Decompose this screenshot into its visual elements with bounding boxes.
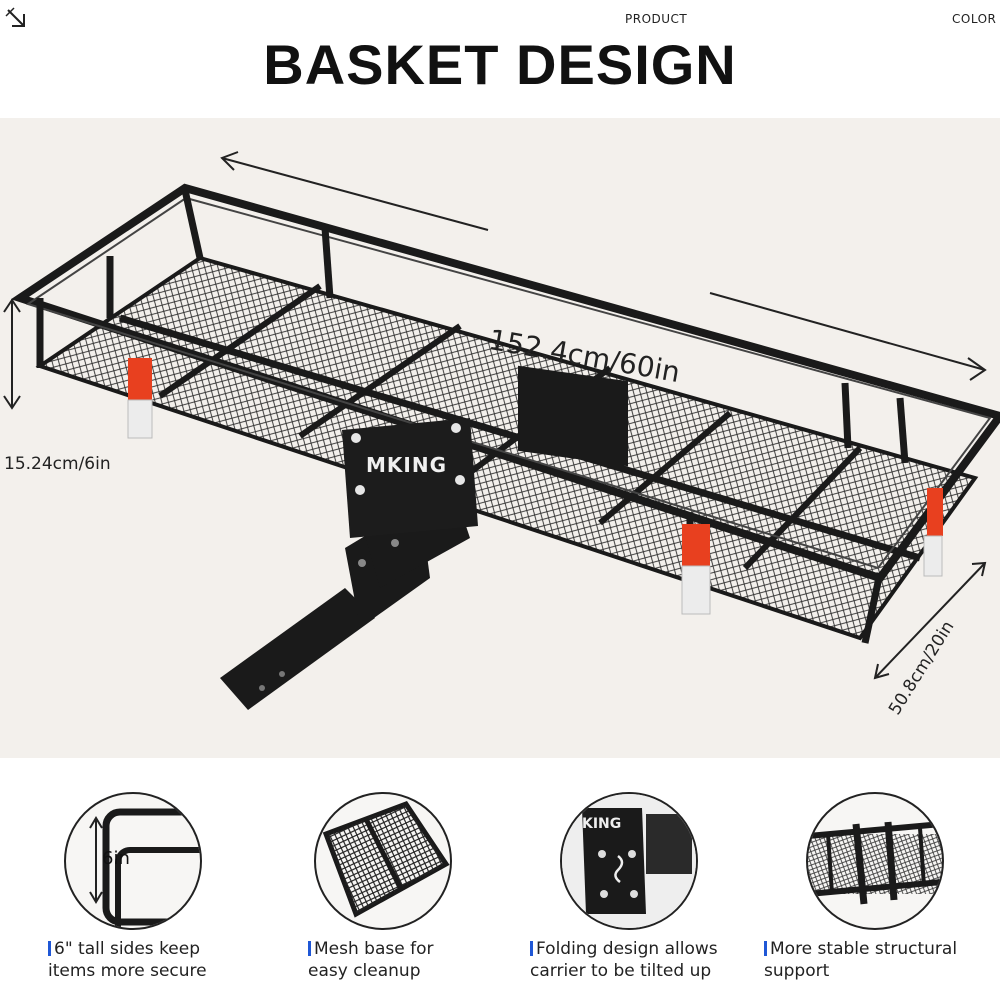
accent-bar [48,941,51,956]
arrow-down-right-icon[interactable] [4,6,30,32]
top-rail [10,183,1000,583]
feature-tall-sides: 6in 6" tall sides keep items more secure [40,780,280,1000]
nav-product-link[interactable]: PRODUCT [625,12,688,26]
feature-caption-line1: Mesh base for [314,939,434,959]
brand-plate: MKING [342,418,478,538]
width-arrow [873,561,987,680]
feature-row: 6in 6" tall sides keep items more secure… [0,780,1000,1000]
feature-folding-design: KING Folding design allows carrier to be… [530,780,770,1000]
feature-caption-line2: items more secure [48,961,207,981]
tall-sides-icon: 6in [64,792,202,930]
feature-caption-line1: More stable structural [770,939,958,959]
brand-label: MKING [366,453,447,477]
feature-caption-line1: Folding design allows [536,939,718,959]
structural-support-icon [806,792,944,930]
page-title: BASKET DESIGN [263,33,737,96]
length-arrow [220,151,987,381]
feature-caption-line2: easy cleanup [308,961,421,981]
svg-text:KING: KING [582,816,621,832]
cargo-basket-illustration: MKING [3,151,1000,710]
feature-caption-line1: 6" tall sides keep [54,939,201,959]
mesh-base-icon [314,792,452,930]
feature-structural-support: More stable structural support [760,780,1000,1000]
svg-text:6in: 6in [102,848,130,869]
product-hero: MKING 152.4cm/60in 15.24cm/6in 50.8cm/20… [0,118,1000,758]
nav-color-link[interactable]: COLOR [952,12,997,26]
mount-plate [518,365,628,467]
feature-caption-line2: support [764,961,830,981]
feature-caption-line2: carrier to be tilted up [530,961,712,981]
height-dimension: 15.24cm/6in [4,454,111,474]
folding-design-icon: KING [560,792,698,930]
accent-bar [764,941,767,956]
reflector-left [127,358,153,439]
accent-bar [530,941,533,956]
top-bar: PRODUCT COLOR [0,0,1000,40]
reflector-right [923,488,943,577]
feature-mesh-base: Mesh base for easy cleanup [290,780,530,1000]
reflector-middle [681,524,711,615]
height-arrow [3,298,21,410]
accent-bar [308,941,311,956]
